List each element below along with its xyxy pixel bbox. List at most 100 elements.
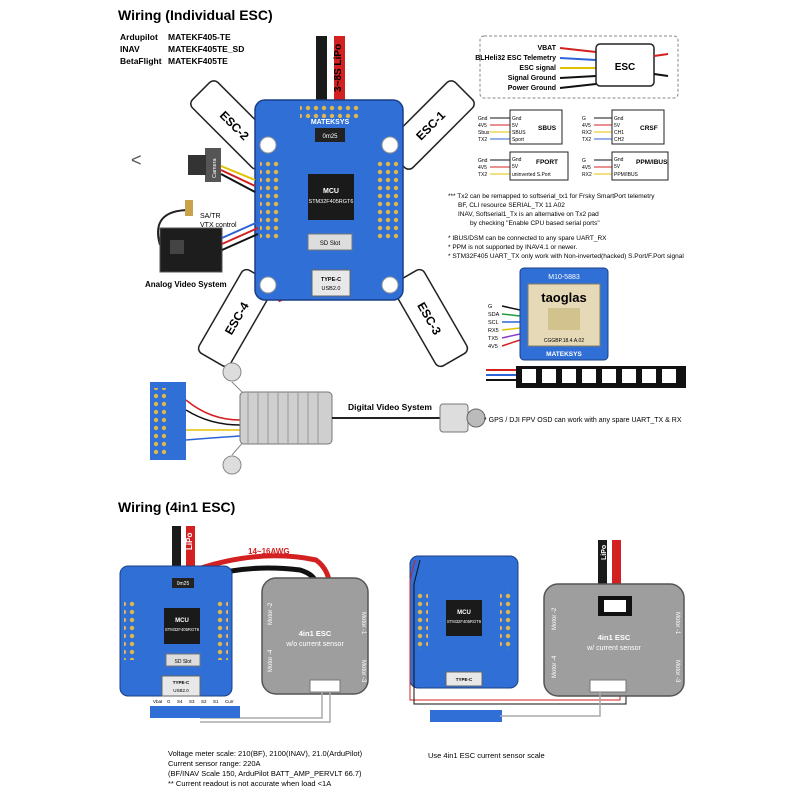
lipo-wires: 3~8S LiPo bbox=[316, 36, 345, 106]
led-strip bbox=[486, 366, 686, 388]
svg-text:Motor -3: Motor -3 bbox=[674, 660, 680, 683]
svg-text:Signal Ground: Signal Ground bbox=[508, 75, 556, 82]
svg-text:* IBUS/DSM can be connected to: * IBUS/DSM can be connected to any spare… bbox=[448, 235, 607, 242]
firmware-name: Ardupilot bbox=[120, 32, 158, 42]
svg-text:TX2: TX2 bbox=[582, 137, 591, 143]
svg-text:SD Slot: SD Slot bbox=[175, 659, 193, 665]
svg-text:MATEKSYS: MATEKSYS bbox=[546, 351, 582, 358]
svg-text:RX2: RX2 bbox=[582, 172, 592, 178]
firmware-target: MATEKF405TE bbox=[168, 56, 228, 66]
svg-text:Power Ground: Power Ground bbox=[508, 85, 556, 92]
receiver-fport: Gnd 4V5 TX2 Gnd 5V uninverted S.Port FPO… bbox=[478, 151, 569, 181]
gps-module: G SDA SCL RX5 TX5 4V5 M10-5883 taoglas C… bbox=[488, 267, 609, 361]
svg-text:Motor -2: Motor -2 bbox=[268, 602, 274, 625]
mcu-chip bbox=[308, 174, 354, 220]
svg-text:G: G bbox=[582, 116, 586, 122]
svg-text:4V5: 4V5 bbox=[478, 165, 487, 171]
svg-text:S3: S3 bbox=[189, 699, 195, 704]
svg-text:TX2: TX2 bbox=[478, 172, 487, 178]
analog-vtx: SA/TR VTX control Analog Video System bbox=[145, 200, 259, 289]
firmware-list: Ardupilot MATEKF405-TE INAV MATEKF405TE_… bbox=[120, 32, 244, 66]
svg-text:Gnd: Gnd bbox=[512, 157, 522, 163]
firmware-name: INAV bbox=[120, 44, 140, 54]
receiver-name: CRSF bbox=[640, 125, 658, 132]
svg-text:* STM32F405 UART_TX only work: * STM32F405 UART_TX only work with Non-i… bbox=[448, 253, 684, 260]
svg-text:Gnd: Gnd bbox=[478, 158, 488, 164]
svg-text:MCU: MCU bbox=[457, 610, 471, 616]
svg-text:TYPE-C: TYPE-C bbox=[456, 677, 473, 682]
receiver-ppm-ibus: G 4V5 RX2 Gnd 5V PPM/IBUS PPM/IBUS bbox=[582, 151, 669, 181]
notes-tx2: *** Tx2 can be remapped to softserial_tx… bbox=[448, 193, 655, 227]
digital-caption: Digital Video System bbox=[348, 402, 432, 412]
right-note: Use 4in1 ESC current sensor scale bbox=[428, 751, 545, 760]
svg-text:4V5: 4V5 bbox=[488, 344, 498, 350]
svg-text:VBAT: VBAT bbox=[537, 45, 556, 52]
svg-text:4in1 ESC: 4in1 ESC bbox=[299, 629, 332, 638]
svg-text:ESC signal: ESC signal bbox=[519, 65, 556, 72]
svg-text:5V: 5V bbox=[614, 123, 621, 129]
svg-text:4V5: 4V5 bbox=[582, 123, 591, 129]
svg-text:PPM/IBUS: PPM/IBUS bbox=[614, 172, 639, 178]
gps-note: * GPS / DJI FPV OSD can work with any sp… bbox=[484, 417, 682, 424]
svg-text:Gnd: Gnd bbox=[614, 116, 624, 122]
svg-text:G: G bbox=[167, 699, 171, 704]
svg-text:S1: S1 bbox=[213, 699, 219, 704]
svg-text:STM32F405RGT6: STM32F405RGT6 bbox=[165, 627, 200, 632]
svg-text:4V5: 4V5 bbox=[582, 165, 591, 171]
vtx-label: SA/TR bbox=[200, 213, 221, 220]
svg-text:USB2.0: USB2.0 bbox=[173, 688, 189, 693]
svg-text:Motor -2: Motor -2 bbox=[552, 607, 558, 630]
digital-video-system: Digital Video System * GPS / DJI FPV OSD… bbox=[150, 362, 682, 475]
svg-text:uninverted S.Port: uninverted S.Port bbox=[512, 172, 551, 178]
receiver-crsf: G 4V5 RX2 TX2 Gnd 5V CH1 CH2 CRSF bbox=[582, 109, 665, 145]
svg-text:SDA: SDA bbox=[488, 312, 500, 318]
svg-text:Motor -4: Motor -4 bbox=[268, 649, 274, 672]
svg-text:Motor -4: Motor -4 bbox=[552, 655, 558, 678]
svg-text:BLHeli32 ESC Telemetry: BLHeli32 ESC Telemetry bbox=[475, 55, 556, 62]
esc-3: ESC-3 bbox=[391, 268, 469, 368]
svg-text:CH2: CH2 bbox=[614, 137, 624, 143]
svg-text:TX2: TX2 bbox=[478, 137, 487, 143]
svg-text:Gnd: Gnd bbox=[614, 157, 624, 163]
svg-text:Motor -1: Motor -1 bbox=[674, 612, 680, 635]
fuse-label: 0m25 bbox=[322, 134, 338, 140]
left-notes: Voltage meter scale: 210(BF), 2100(INAV)… bbox=[168, 749, 363, 788]
svg-text:*** Tx2 can be remapped to sof: *** Tx2 can be remapped to softserial_tx… bbox=[448, 193, 655, 200]
sd-slot: SD Slot bbox=[320, 241, 341, 247]
receiver-name: SBUS bbox=[538, 125, 557, 132]
svg-text:Gnd: Gnd bbox=[512, 116, 522, 122]
svg-text:5V: 5V bbox=[512, 123, 519, 129]
svg-text:TYPE-C: TYPE-C bbox=[173, 680, 190, 685]
svg-text:CGGBP.18.4.A.02: CGGBP.18.4.A.02 bbox=[544, 338, 584, 344]
firmware-name: BetaFlight bbox=[120, 56, 162, 66]
lipo-label: LiPo bbox=[185, 533, 194, 550]
notes-uart: * IBUS/DSM can be connected to any spare… bbox=[448, 235, 684, 260]
svg-text:Sbus: Sbus bbox=[478, 130, 490, 136]
mcu-part: STM32F405RGT6 bbox=[309, 199, 354, 205]
svg-text:G: G bbox=[488, 304, 492, 310]
usb-sub: USB2.0 bbox=[322, 286, 341, 292]
svg-text:Vbat: Vbat bbox=[153, 699, 163, 704]
svg-text:SBUS: SBUS bbox=[512, 130, 526, 136]
svg-text:RX5: RX5 bbox=[488, 328, 499, 334]
svg-text:0m25: 0m25 bbox=[177, 581, 190, 587]
svg-text:* PPM is not supported by INAV: * PPM is not supported by INAV4.1 or new… bbox=[448, 244, 577, 251]
svg-text:w/ current sensor: w/ current sensor bbox=[586, 645, 641, 652]
section1-title: Wiring (Individual ESC) bbox=[118, 7, 273, 23]
usb-label: TYPE-C bbox=[321, 277, 341, 283]
svg-text:S2: S2 bbox=[201, 699, 207, 704]
camera-label: Camera bbox=[212, 157, 218, 178]
firmware-target: MATEKF405TE_SD bbox=[168, 44, 244, 54]
svg-text:MCU: MCU bbox=[175, 618, 189, 624]
svg-text:Current sensor range: 220A: Current sensor range: 220A bbox=[168, 759, 261, 768]
svg-text:TX5: TX5 bbox=[488, 336, 498, 342]
svg-text:SCL: SCL bbox=[488, 320, 499, 326]
gps-brand: taoglas bbox=[541, 290, 587, 305]
svg-text:RX2: RX2 bbox=[582, 130, 592, 136]
svg-text:INAV, Softserial1_Tx is an alt: INAV, Softserial1_Tx is an alternative o… bbox=[458, 211, 599, 218]
svg-text:4in1 ESC: 4in1 ESC bbox=[598, 633, 631, 642]
esc-4: ESC-4 bbox=[197, 268, 275, 368]
receiver-name: PPM/IBUS bbox=[636, 159, 668, 166]
svg-text:STM32F405RGT6: STM32F405RGT6 bbox=[447, 619, 482, 624]
svg-text:G: G bbox=[582, 158, 586, 164]
